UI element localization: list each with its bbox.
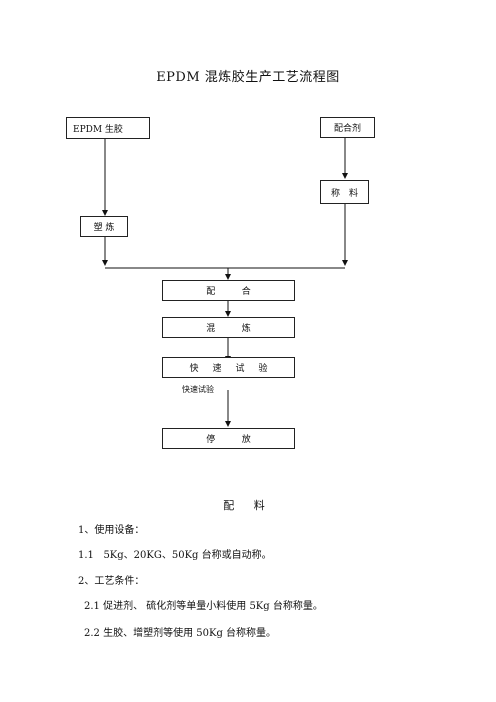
node-rapid-test-char: 快	[189, 364, 199, 374]
node-compounding-agent-label: 配合剂	[333, 124, 361, 134]
node-plasticating-label: 塑 炼	[93, 223, 115, 233]
section-heading: 配 料	[223, 499, 273, 512]
node-weighing: 称 料	[320, 180, 369, 204]
node-rapid-test-char: 速	[212, 364, 222, 374]
node-epdm-raw-label: EPDM 生胶	[73, 124, 123, 135]
node-compounding-char: 合	[241, 287, 251, 297]
page-title: EPDM 混炼胶生产工艺流程图	[156, 70, 340, 85]
node-parking-char: 放	[241, 435, 251, 445]
rapid-test-annotation: 快速试验	[182, 385, 214, 394]
text-line: 2.2 生胶、增塑剂等使用 50Kg 台称称量。	[84, 628, 277, 639]
node-mixing-char: 混	[206, 324, 216, 334]
node-compounding: 配 合	[162, 280, 295, 301]
flow-connectors	[102, 138, 348, 427]
text-line: 1、使用设备：	[78, 525, 145, 536]
node-parking-char: 停	[206, 435, 216, 445]
node-epdm-raw: EPDM 生胶	[66, 117, 150, 139]
node-mixing-char: 炼	[241, 324, 251, 334]
text-line: 2.1 促进剂、 硫化剂等单量小料使用 5Kg 台称称量。	[84, 601, 323, 612]
text-line: 1.1 5Kg、20KG、50Kg 台称或自动称。	[78, 550, 272, 561]
node-rapid-test-char: 试	[235, 364, 245, 374]
node-parking: 停 放	[162, 428, 295, 449]
node-mixing: 混 炼	[162, 317, 295, 338]
text-line: 2、工艺条件：	[78, 576, 145, 587]
node-compounding-char: 配	[206, 287, 216, 297]
node-plasticating: 塑 炼	[80, 216, 128, 237]
node-rapid-test: 快 速 试 验	[162, 357, 295, 378]
node-compounding-agent: 配合剂	[320, 117, 375, 138]
node-rapid-test-char: 验	[258, 364, 268, 374]
node-weighing-label: 称 料	[330, 188, 358, 199]
